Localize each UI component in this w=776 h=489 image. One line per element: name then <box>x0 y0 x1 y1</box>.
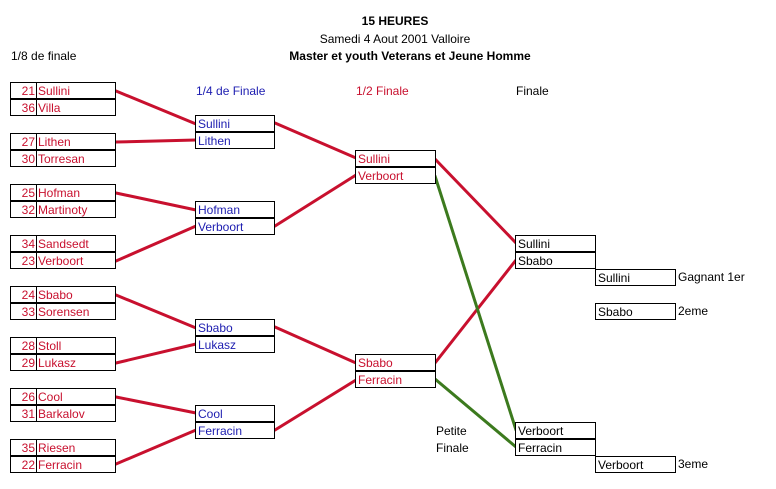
sf-entry: Ferracin <box>355 371 436 388</box>
line-qf-1-to-sf <box>273 121 358 160</box>
line-qf-2-to-sf <box>273 173 358 228</box>
category-title: Master et youth Veterans et Jeune Homme <box>289 49 531 63</box>
final-entry: Sbabo <box>515 252 596 269</box>
round-label-qf: 1/4 de Finale <box>196 84 266 98</box>
qf-entry: Lithen <box>195 132 275 149</box>
small-final-entry: Verboort <box>515 422 596 439</box>
round-label-final: Finale <box>516 84 549 98</box>
sf-entry: Verboort <box>355 167 436 184</box>
qf-entry: Sullini <box>195 115 275 132</box>
page-title: 15 HEURES <box>361 14 429 28</box>
qf-entry: Sbabo <box>195 319 275 336</box>
qf-entry: Cool <box>195 405 275 422</box>
line-r16-6-to-qf <box>114 342 198 365</box>
line-qf-3-to-sf <box>273 325 358 365</box>
line-r16-5-to-qf <box>114 293 198 330</box>
sf-entry: Sullini <box>355 150 436 167</box>
line-sf-1-to-small-final <box>433 174 518 432</box>
qf-entry: Ferracin <box>195 422 275 439</box>
result-first-label: Gagnant 1er <box>678 270 745 284</box>
result-second: Sbabo <box>595 303 676 320</box>
qf-entry: Lukasz <box>195 336 275 353</box>
result-third: Verboort <box>595 456 676 473</box>
event-date-location: Samedi 4 Aout 2001 Valloire <box>319 32 471 46</box>
line-r16-8-to-qf <box>114 428 198 466</box>
qf-entry: Verboort <box>195 218 275 235</box>
line-sf-2-to-small-final <box>433 377 518 449</box>
line-r16-1-to-qf <box>114 89 198 126</box>
line-sf-2-to-final <box>433 258 518 365</box>
result-third-label: 3eme <box>678 457 709 471</box>
small-final-entry: Ferracin <box>515 439 596 456</box>
line-qf-4-to-sf <box>273 378 358 432</box>
line-r16-3-to-qf <box>114 191 198 212</box>
round-label-sf: 1/2 Finale <box>356 84 409 98</box>
result-second-label: 2eme <box>678 304 709 318</box>
result-first: Sullini <box>595 269 676 286</box>
round-label-r16: 1/8 de finale <box>11 49 77 63</box>
line-r16-2-to-qf <box>114 138 198 144</box>
round-label-small-final: Petite Finale <box>436 424 469 455</box>
line-r16-4-to-qf <box>114 224 198 263</box>
sf-entry: Sbabo <box>355 354 436 371</box>
line-sf-1-to-final <box>433 157 518 245</box>
line-r16-7-to-qf <box>114 395 198 415</box>
final-entry: Sullini <box>515 235 596 252</box>
qf-entry: Hofman <box>195 201 275 218</box>
